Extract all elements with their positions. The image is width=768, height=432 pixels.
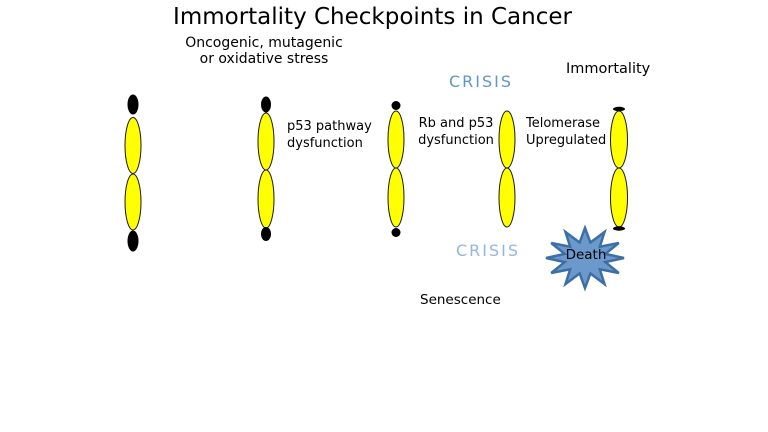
p53-dysfunction-label: p53 pathway dysfunction (287, 118, 372, 152)
chromosome-stage-2 (257, 96, 275, 241)
crisis-label-top: CRISIS (449, 72, 514, 91)
telomere-cap-bottom (613, 226, 625, 231)
p53-dysfunction-label-line1: p53 pathway (287, 119, 372, 134)
chromosome-arm (610, 167, 628, 228)
rb-p53-dysfunction-label: Rb and p53 dysfunction (417, 115, 495, 149)
death-starburst (545, 224, 625, 292)
telomerase-upregulated-label: Telomerase Upregulated (526, 115, 606, 149)
chromosome-arm (498, 167, 516, 228)
chromosome-arm (387, 167, 405, 228)
telomere-cap-top (127, 94, 139, 115)
senescence-label: Senescence (420, 292, 501, 308)
telomerase-upregulated-label-line2: Upregulated (526, 133, 607, 148)
page-title: Immortality Checkpoints in Cancer (173, 4, 572, 30)
chromosome-arm (257, 169, 275, 229)
chromosome-stage-3 (387, 101, 405, 237)
telomere-cap-top (391, 101, 401, 110)
telomere-cap-bottom (391, 228, 401, 237)
chromosome-arm (498, 110, 516, 169)
death-label: Death (565, 247, 607, 263)
immortality-label: Immortality (566, 61, 651, 77)
chromosome-arm (124, 117, 142, 174)
telomere-cap-bottom (261, 227, 271, 241)
telomere-cap-top (261, 96, 271, 113)
telomere-cap-bottom (127, 230, 139, 252)
chromosome-stage-5 (610, 106, 628, 231)
chromosome-stage-1 (124, 94, 142, 252)
chromosome-arm (124, 173, 142, 231)
rb-p53-dysfunction-label-line1: Rb and p53 (418, 116, 494, 131)
stress-label-line1: Oncogenic, mutagenic (185, 35, 343, 51)
telomerase-upregulated-label-line1: Telomerase (526, 116, 601, 131)
telomere-cap-top (613, 106, 625, 112)
chromosome-stage-4 (498, 110, 516, 228)
chromosome-arm (257, 112, 275, 171)
chromosome-arm (387, 110, 405, 169)
crisis-label-bottom: CRISIS (456, 241, 521, 260)
stress-label: Oncogenic, mutagenic or oxidative stress (149, 35, 379, 67)
stress-label-line2: or oxidative stress (199, 51, 329, 67)
rb-p53-dysfunction-label-line2: dysfunction (418, 133, 494, 148)
chromosome-arm (610, 110, 628, 169)
p53-dysfunction-label-line2: dysfunction (287, 136, 363, 151)
